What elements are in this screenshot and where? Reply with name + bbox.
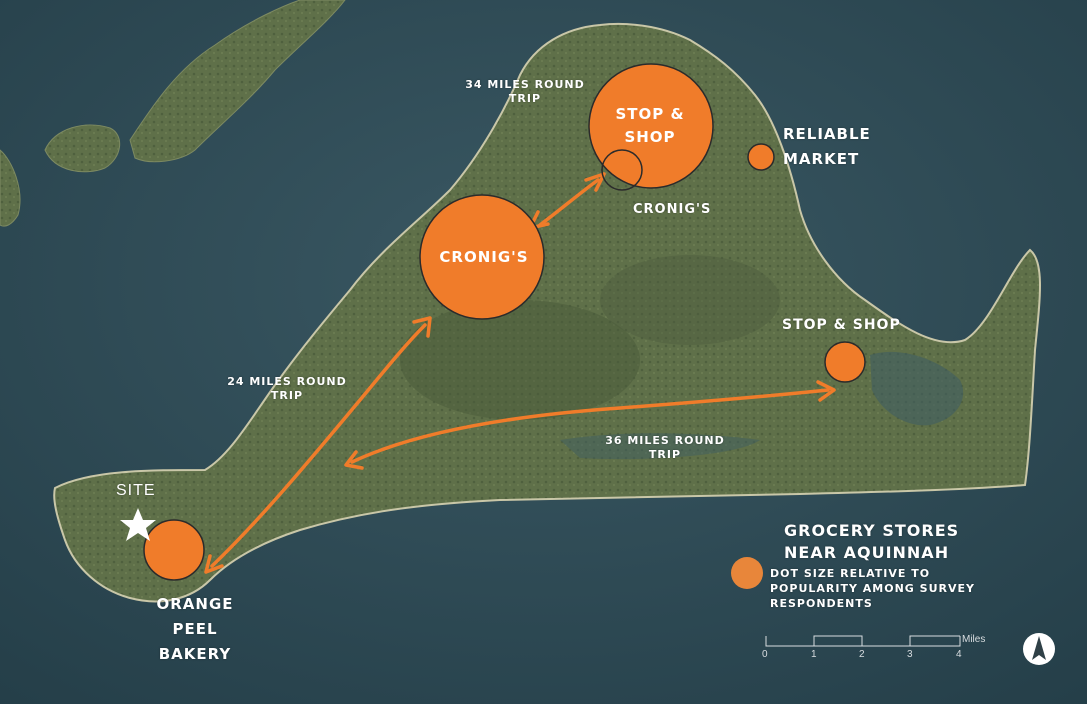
island-northwest (129, 0, 346, 163)
cronigs-small-label: CRONIG'S (633, 202, 712, 217)
reliable-market-dot (747, 143, 775, 171)
scale-tick-4: 4 (956, 649, 962, 660)
pond-south (560, 433, 760, 460)
arrowhead (204, 554, 224, 574)
scale-tick-0: 0 (762, 649, 768, 660)
scale-tick-1: 1 (811, 649, 817, 660)
orange-peel-bakery-label: ORANGE PEEL BAKERY (156, 595, 234, 663)
trip-24-arrow (210, 323, 427, 568)
cronigs-large-dot (419, 194, 545, 320)
scale-bar (765, 635, 961, 647)
legend-title: GROCERY STORES NEAR AQUINNAH (784, 521, 960, 562)
site-star-icon (120, 508, 156, 541)
trip-24-label: 24 MILES ROUND TRIP (227, 375, 347, 402)
cronigs-large-label: CRONIG'S (439, 248, 529, 266)
forest-patch (600, 255, 780, 345)
store-markers (143, 63, 866, 581)
legend-dot (731, 557, 763, 589)
island-small-left (44, 124, 120, 173)
stop-shop-east-label: STOP & SHOP (782, 317, 901, 333)
arrowhead (412, 316, 432, 338)
stop-shop-north-dot (588, 63, 714, 189)
trip-36-label: 36 MILES ROUND TRIP (605, 434, 725, 461)
trip-34-arrow (538, 178, 600, 227)
stop-shop-east-dot (824, 341, 866, 383)
reliable-market-label: RELIABLE MARKET (783, 125, 871, 168)
scale-tick-2: 2 (859, 649, 865, 660)
forest-patch (400, 300, 640, 420)
trip-36-arrow (350, 388, 830, 464)
cronigs-small-dot (601, 149, 643, 191)
site-label: SITE (116, 482, 156, 499)
lagoon (870, 351, 964, 426)
north-arrow-icon (1023, 633, 1055, 665)
trip-34-label: 34 MILES ROUND TRIP (465, 78, 585, 105)
scale-tick-3: 3 (907, 649, 913, 660)
stop-shop-north-label: STOP & SHOP (615, 105, 685, 146)
legend-subtitle: DOT SIZE RELATIVE TO POPULARITY AMONG SU… (770, 567, 975, 610)
arrowhead (344, 450, 364, 470)
scale-unit: Miles (962, 634, 986, 645)
orange-peel-bakery-dot (143, 519, 205, 581)
arrowhead (816, 380, 836, 402)
island-edge-left (0, 149, 21, 227)
